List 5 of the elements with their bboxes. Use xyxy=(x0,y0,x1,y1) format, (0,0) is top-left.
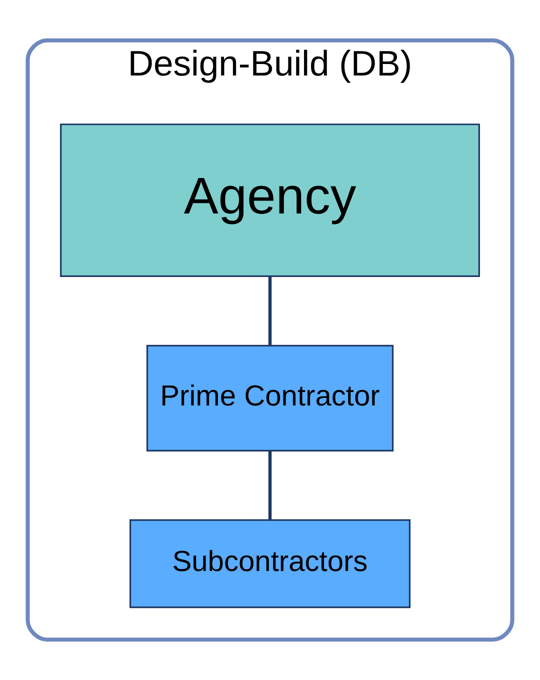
node-box: Subcontractors xyxy=(129,519,411,608)
connector xyxy=(268,450,272,520)
node-box: Prime Contractor xyxy=(146,344,394,452)
node-box: Agency xyxy=(60,124,480,277)
connector xyxy=(268,276,272,346)
